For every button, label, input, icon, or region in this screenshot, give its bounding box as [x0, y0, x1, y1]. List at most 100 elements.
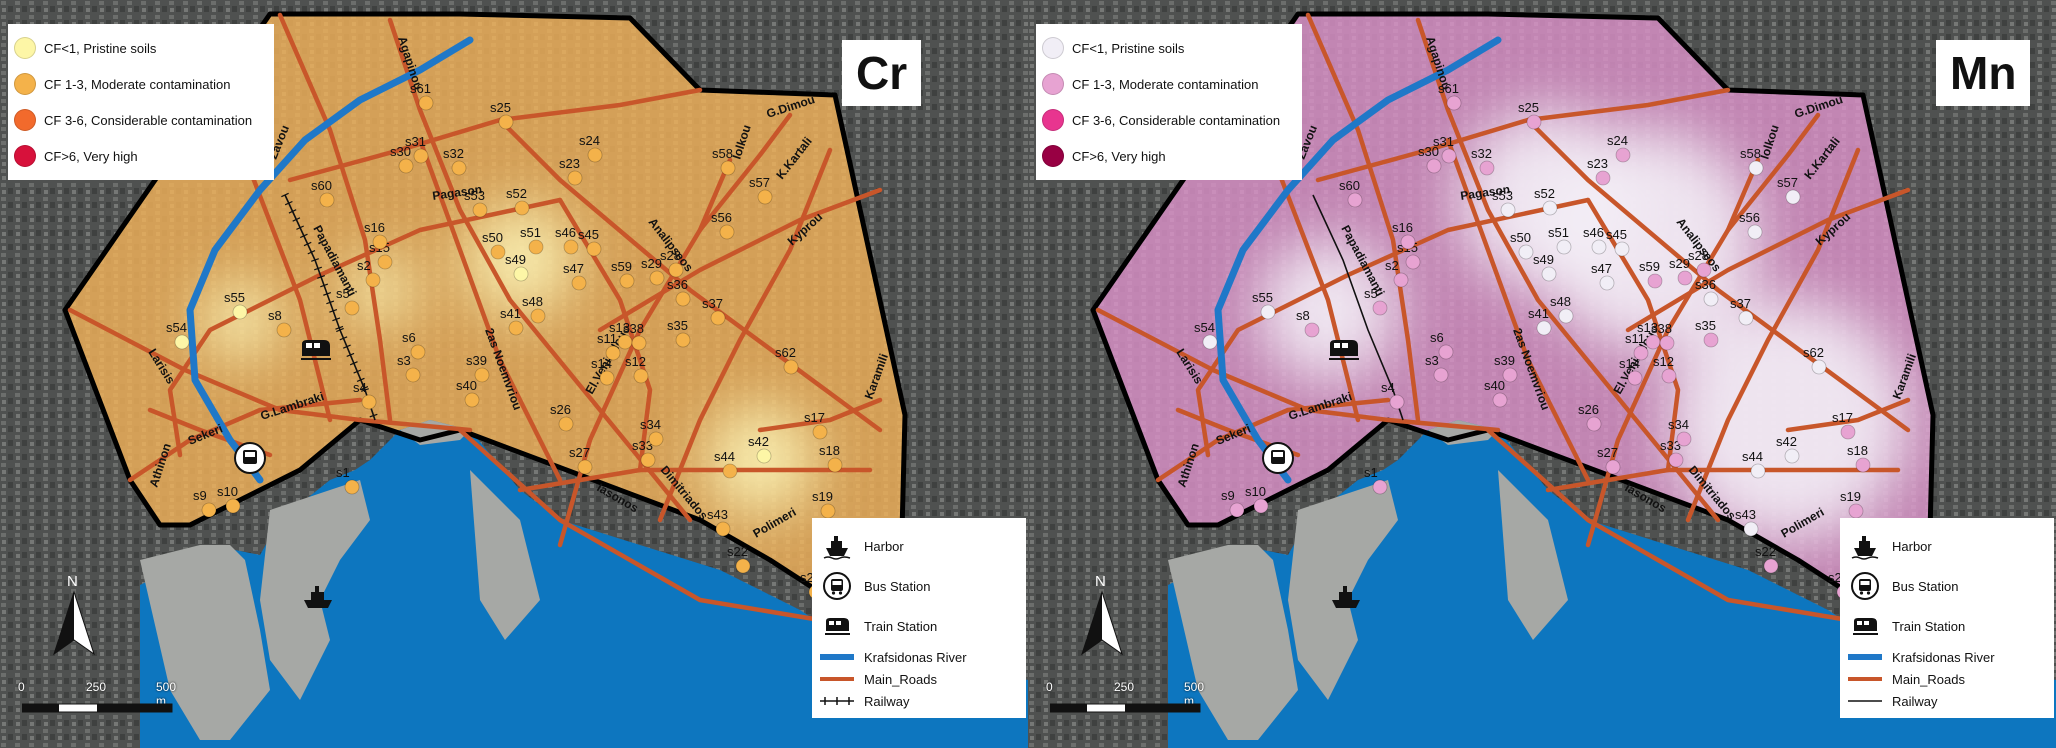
railway-tie	[339, 336, 348, 341]
railway-tie	[299, 233, 308, 239]
sample-point-s31	[413, 148, 429, 164]
road-line-icon	[820, 674, 854, 684]
sample-label-s8: s8	[1296, 308, 1310, 323]
sample-label-s46: s46	[1583, 225, 1604, 240]
sample-point-s14	[1627, 370, 1643, 386]
cf-legend-item: CF 1-3, Moderate contamination	[1042, 66, 1294, 102]
railway-tie	[349, 361, 358, 366]
legend-railway-label: Railway	[864, 693, 910, 709]
sample-point-s34	[648, 431, 664, 447]
sample-point-s29	[1677, 270, 1693, 286]
sample-point-s62	[783, 359, 799, 375]
sample-label-s39: s39	[466, 353, 487, 368]
main-road	[457, 427, 823, 623]
cf-legend-item: CF<1, Pristine soils	[14, 30, 266, 66]
railway-tie	[320, 283, 329, 288]
sample-point-s18	[1855, 457, 1871, 473]
main-road	[517, 467, 873, 493]
cf-swatch-icon	[14, 73, 36, 95]
sample-point-s29	[649, 270, 665, 286]
sample-label-s55: s55	[224, 290, 245, 305]
sample-point-s22	[1763, 558, 1779, 574]
sample-label-s44: s44	[1742, 449, 1763, 464]
sample-point-s10	[225, 498, 241, 514]
cf-legend-label: CF 3-6, Considerable contamination	[1072, 112, 1281, 128]
cf-swatch-icon	[1042, 109, 1064, 131]
main-road	[1275, 167, 1361, 423]
sample-label-s6: s6	[1430, 330, 1444, 345]
sample-label-s62: s62	[775, 345, 796, 360]
sample-label-s47: s47	[563, 261, 584, 276]
sample-point-s34	[1676, 431, 1692, 447]
sample-point-s47	[1599, 275, 1615, 291]
river-line-icon	[1848, 652, 1882, 662]
railway-tie	[311, 258, 319, 262]
cf-swatch-icon	[14, 109, 36, 131]
sample-label-s28: s28	[1688, 248, 1709, 263]
sample-label-s61: s61	[410, 81, 431, 96]
train-station-icon	[301, 340, 331, 360]
cf-swatch-icon	[14, 145, 36, 167]
legend-harbor: Harbor	[1848, 526, 2048, 566]
sample-label-s57: s57	[1777, 175, 1798, 190]
sample-label-s59: s59	[611, 259, 632, 274]
sample-point-s37	[710, 310, 726, 326]
sample-label-s53: s53	[1492, 188, 1513, 203]
sample-point-s59	[619, 273, 635, 289]
sample-point-s2	[1393, 272, 1409, 288]
sample-label-s2: s2	[1385, 258, 1399, 273]
sample-label-s42: s42	[1776, 434, 1797, 449]
railway-tie	[314, 266, 322, 271]
sample-point-s9	[201, 502, 217, 518]
port-pier	[470, 470, 540, 640]
element-title: Cr	[842, 40, 922, 106]
sample-label-s1: s1	[1364, 465, 1378, 480]
railway-tie	[332, 317, 341, 322]
legend-river-label: Krafsidonas River	[864, 649, 967, 665]
scale-tick-500: 500 m	[156, 680, 177, 708]
main-road	[1585, 157, 1761, 548]
sample-label-s50: s50	[482, 230, 503, 245]
sample-label-s27: s27	[1597, 445, 1618, 460]
sample-point-s2	[365, 272, 381, 288]
sample-point-s35	[675, 332, 691, 348]
cf-swatch-icon	[14, 37, 36, 59]
sample-label-s50: s50	[1510, 230, 1531, 245]
sample-point-s19	[1848, 503, 1864, 519]
sample-label-s33: s33	[632, 438, 653, 453]
sample-label-s47: s47	[1591, 261, 1612, 276]
sample-point-s51	[1556, 239, 1572, 255]
sample-point-s51	[528, 239, 544, 255]
sample-point-s31	[1441, 148, 1457, 164]
sample-point-s50	[490, 244, 506, 260]
sample-label-s45: s45	[1606, 227, 1627, 242]
sample-label-s49: s49	[505, 252, 526, 267]
scale-tick-0: 0	[18, 680, 25, 694]
sample-point-s46	[1591, 239, 1607, 255]
sample-point-s55	[1260, 304, 1276, 320]
street-label: Pagason	[1459, 182, 1510, 203]
sample-label-s53: s53	[464, 188, 485, 203]
sample-point-s32	[451, 160, 467, 176]
sample-point-s37	[1738, 310, 1754, 326]
sample-point-s23	[1595, 170, 1611, 186]
sample-label-s48: s48	[1550, 294, 1571, 309]
sample-point-s61	[1446, 95, 1462, 111]
legend-harbor-label: Harbor	[1892, 538, 1932, 554]
sample-point-s8	[276, 322, 292, 338]
railway-tie	[323, 291, 332, 296]
sample-label-s45: s45	[578, 227, 599, 242]
sample-point-s44	[722, 463, 738, 479]
cf-legend-label: CF 3-6, Considerable contamination	[44, 112, 253, 128]
harbor-icon	[820, 530, 854, 562]
sample-label-s37: s37	[702, 296, 723, 311]
legend-roads-label: Main_Roads	[1892, 671, 1965, 687]
sample-label-s34: s34	[640, 417, 661, 432]
train-station-icon	[820, 610, 854, 642]
legend-river: Krafsidonas River	[820, 646, 1020, 668]
sample-label-s36: s36	[1695, 277, 1716, 292]
sample-label-s52: s52	[1534, 186, 1555, 201]
legend-railway: Railway	[1848, 690, 2048, 712]
sample-label-s31: s31	[405, 134, 426, 149]
